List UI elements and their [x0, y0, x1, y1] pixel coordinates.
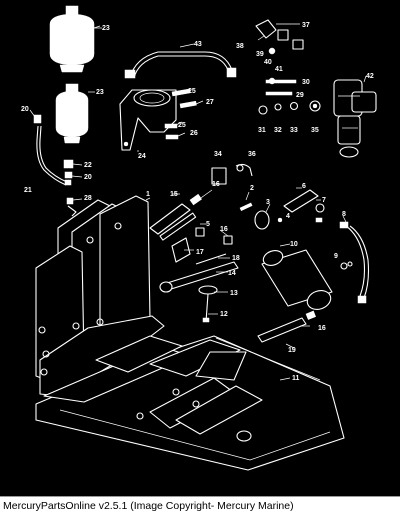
callout-19: 19	[288, 347, 296, 354]
callout-17: 17	[196, 249, 204, 256]
part-11-transom-bracket	[35, 335, 345, 471]
part-23-top-cylinder	[49, 5, 102, 73]
part-8-hose	[339, 221, 370, 304]
callout-15: 15	[170, 191, 178, 198]
callout-35: 35	[311, 127, 319, 134]
part-20-22-fittings	[33, 114, 83, 205]
part-29-30-bolts	[265, 77, 297, 96]
part-6-7-shaft	[283, 189, 325, 223]
callout-43: 43	[194, 41, 202, 48]
part-19-rod	[257, 310, 316, 343]
callout-20-a: 20	[21, 106, 29, 113]
callout-23-lower: 23	[96, 89, 104, 96]
part-1-trim-rams	[35, 195, 165, 397]
callout-1: 1	[146, 191, 150, 198]
leader-lines	[29, 25, 367, 381]
callout-labels: 23 43 37 38 39 40 41 42 23 25 27 30 29 2…	[21, 22, 374, 382]
part-14-tube	[195, 253, 227, 265]
callout-25-b: 25	[178, 122, 186, 129]
callout-23-top: 23	[102, 25, 110, 32]
callout-13: 13	[230, 290, 238, 297]
part-10-cylinder	[261, 249, 333, 310]
callout-7: 7	[322, 197, 326, 204]
part-42-pump-assembly	[333, 79, 377, 158]
part-23-lower-filter	[55, 83, 95, 144]
callout-2: 2	[250, 185, 254, 192]
image-caption-bar: MercuryPartsOnline v2.5.1 (Image Copyrig…	[0, 496, 400, 515]
callout-6: 6	[302, 183, 306, 190]
part-9-fitting	[340, 261, 353, 270]
callout-14: 14	[228, 270, 236, 277]
part-28-clip	[67, 205, 77, 217]
callout-9: 9	[334, 253, 338, 260]
copyright-caption: MercuryPartsOnline v2.5.1 (Image Copyrig…	[3, 500, 294, 512]
callout-16-c: 16	[318, 325, 326, 332]
part-5-nut	[195, 227, 205, 237]
callout-41: 41	[275, 66, 283, 73]
callout-40: 40	[264, 59, 272, 66]
part-2-pin	[239, 202, 253, 212]
callout-4: 4	[286, 213, 290, 220]
callout-25-a: 25	[188, 88, 196, 95]
callout-18: 18	[232, 255, 240, 262]
callout-21: 21	[24, 187, 32, 194]
callout-3: 3	[266, 199, 270, 206]
callout-5: 5	[206, 221, 210, 228]
part-24-bracket	[119, 89, 177, 151]
exploded-parts-diagram: 23 43 37 38 39 40 41 42 23 25 27 30 29 2…	[21, 5, 377, 471]
callout-33: 33	[290, 127, 298, 134]
callout-37: 37	[302, 22, 310, 29]
callout-16-a: 16	[212, 181, 220, 188]
callout-36: 36	[248, 151, 256, 158]
callout-27: 27	[206, 99, 214, 106]
callout-29: 29	[296, 92, 304, 99]
callout-16-b: 16	[220, 226, 228, 233]
part-43-hose	[124, 51, 237, 79]
part-34-36-pins	[211, 163, 253, 185]
part-25-27-bolts	[164, 88, 197, 140]
callout-38: 38	[236, 43, 244, 50]
callout-22: 22	[84, 162, 92, 169]
part-31-35-washers	[258, 100, 321, 115]
callout-39: 39	[256, 51, 264, 58]
callout-11: 11	[292, 375, 300, 382]
callout-26: 26	[190, 130, 198, 137]
callout-42: 42	[366, 73, 374, 80]
callout-20-b: 20	[84, 174, 92, 181]
callout-34: 34	[214, 151, 222, 158]
callout-32: 32	[274, 127, 282, 134]
callout-24: 24	[138, 153, 146, 160]
callout-12: 12	[220, 311, 228, 318]
part-16-nut	[223, 235, 233, 245]
part-37-41-fittings	[255, 19, 304, 55]
callout-30: 30	[302, 79, 310, 86]
callout-8: 8	[342, 211, 346, 218]
part-18-rod	[159, 261, 239, 293]
part-15-rod	[149, 193, 202, 241]
callout-31: 31	[258, 127, 266, 134]
callout-10: 10	[290, 241, 298, 248]
callout-28: 28	[84, 195, 92, 202]
part-17-block	[171, 237, 191, 263]
part-12-13-pin	[198, 285, 218, 323]
part-3-4-disc	[254, 210, 283, 230]
